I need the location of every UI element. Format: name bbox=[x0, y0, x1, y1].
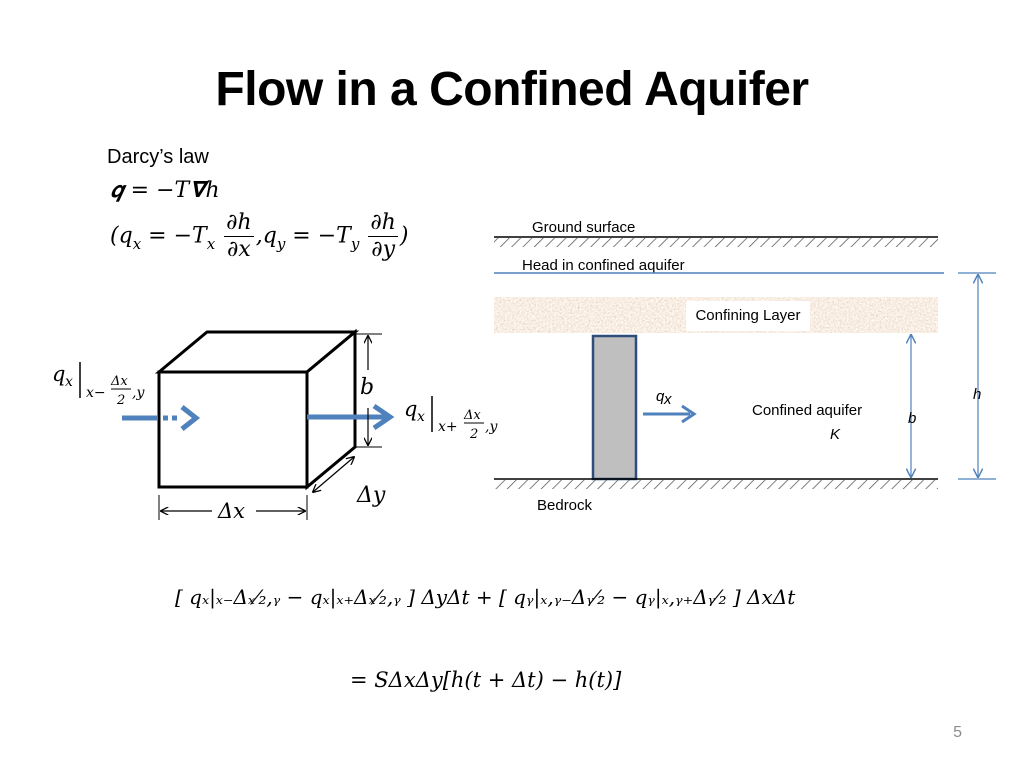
cube-height-label: b bbox=[360, 375, 374, 400]
cube-front-face bbox=[157, 370, 309, 489]
eq-comma: , bbox=[255, 223, 263, 249]
cube-depth-dimension: Δy bbox=[313, 457, 386, 508]
svg-text:x−: x− bbox=[86, 385, 106, 401]
eq-dh-1: ∂ℎ bbox=[224, 210, 254, 237]
cube-width-dimension: Δx bbox=[158, 495, 308, 523]
svg-text:x: x bbox=[417, 409, 425, 425]
aquifer-label: Confined aquifer bbox=[752, 402, 862, 419]
svg-text:2: 2 bbox=[116, 393, 125, 408]
cube-right-flux-label: q x x+ Δx 2 ,y bbox=[404, 396, 498, 442]
eq-dy: ∂𝑦 bbox=[371, 237, 395, 262]
eq-dh-2: ∂ℎ bbox=[368, 210, 398, 237]
cube-inflow-arrow bbox=[122, 405, 201, 431]
svg-text:Δx: Δx bbox=[463, 408, 481, 423]
svg-text:2: 2 bbox=[469, 427, 478, 442]
eq-Tx-sub: 𝑥 bbox=[206, 234, 216, 253]
svg-text:x+: x+ bbox=[438, 419, 458, 435]
mass-balance-line1: [ qₓ|ₓ₋Δₓ⁄₂,ᵧ − qₓ|ₓ₊Δₓ⁄₂,ᵧ ] ΔyΔt + [ q… bbox=[175, 585, 796, 610]
eq-dx: ∂𝑥 bbox=[227, 237, 251, 262]
eq-open-paren: ( bbox=[110, 223, 119, 249]
bedrock-label: Bedrock bbox=[537, 497, 593, 514]
aquifer-cross-section: Ground surface Head in confined aquifer … bbox=[494, 219, 996, 514]
svg-text:x: x bbox=[65, 374, 73, 390]
eq-qx: 𝑞 bbox=[118, 223, 133, 249]
cube-outflow-arrow bbox=[307, 403, 395, 431]
eq-qx-sub: 𝑥 bbox=[132, 234, 142, 253]
ground-surface-hatch bbox=[494, 238, 938, 247]
cube-depth-label: Δy bbox=[356, 483, 386, 508]
darcy-vector-equation: 𝒒 = −𝑇𝛁ℎ bbox=[110, 178, 220, 203]
slide-title: Flow in a Confined Aquifer bbox=[215, 63, 809, 116]
aquifer-qx-sub: x bbox=[663, 391, 672, 408]
eq-qy-sub: 𝑦 bbox=[276, 234, 286, 253]
eq-equals-minus-1: = − bbox=[141, 223, 193, 249]
bedrock-hatch bbox=[494, 480, 938, 489]
darcy-component-equation: (𝑞𝑥 = −𝑇𝑥 ∂ℎ∂𝑥,𝑞𝑦 = −𝑇𝑦 ∂ℎ∂𝑦) bbox=[110, 210, 408, 263]
mass-balance-line2: = SΔxΔy[h(t + Δt) − h(t)] bbox=[350, 668, 622, 692]
eq-close-paren: ) bbox=[399, 223, 409, 249]
svg-text:q: q bbox=[52, 362, 65, 386]
eq-Ty: 𝑇 bbox=[336, 223, 351, 249]
darcy-law-label: Darcy’s law bbox=[107, 146, 209, 168]
head-h-label: h bbox=[973, 386, 981, 403]
eq-fraction-dh-dx: ∂ℎ∂𝑥 bbox=[224, 210, 254, 263]
well-casing bbox=[591, 334, 638, 481]
cube-width-label: Δx bbox=[217, 499, 245, 523]
svg-text:Δx: Δx bbox=[110, 374, 128, 389]
aquifer-b-label: b bbox=[908, 410, 916, 427]
svg-text:,y: ,y bbox=[132, 385, 145, 401]
page-number: 5 bbox=[953, 724, 962, 741]
head-label: Head in confined aquifer bbox=[522, 257, 685, 274]
mass-balance-equation: [ qₓ|ₓ₋Δₓ⁄₂,ᵧ − qₓ|ₓ₊Δₓ⁄₂,ᵧ ] ΔyΔt + [ q… bbox=[175, 585, 796, 692]
eq-qy: 𝑞 bbox=[262, 223, 277, 249]
aquifer-qx-label: q bbox=[656, 388, 665, 405]
eq-fraction-dh-dy: ∂ℎ∂𝑦 bbox=[368, 210, 398, 263]
eq-Tx: 𝑇 bbox=[192, 223, 207, 249]
svg-text:,y: ,y bbox=[485, 419, 498, 435]
cube-height-dimension: b bbox=[355, 333, 382, 448]
eq-Ty-sub: 𝑦 bbox=[350, 234, 360, 253]
eq-equals-minus-2: = − bbox=[285, 223, 337, 249]
ground-surface-label: Ground surface bbox=[532, 219, 635, 236]
svg-text:q: q bbox=[404, 397, 417, 421]
control-volume-cube bbox=[154, 328, 360, 491]
aquifer-K-label: K bbox=[830, 426, 841, 443]
confining-layer-label: Confining Layer bbox=[686, 301, 810, 331]
cube-left-flux-label: q x x− Δx 2 ,y bbox=[52, 362, 145, 408]
